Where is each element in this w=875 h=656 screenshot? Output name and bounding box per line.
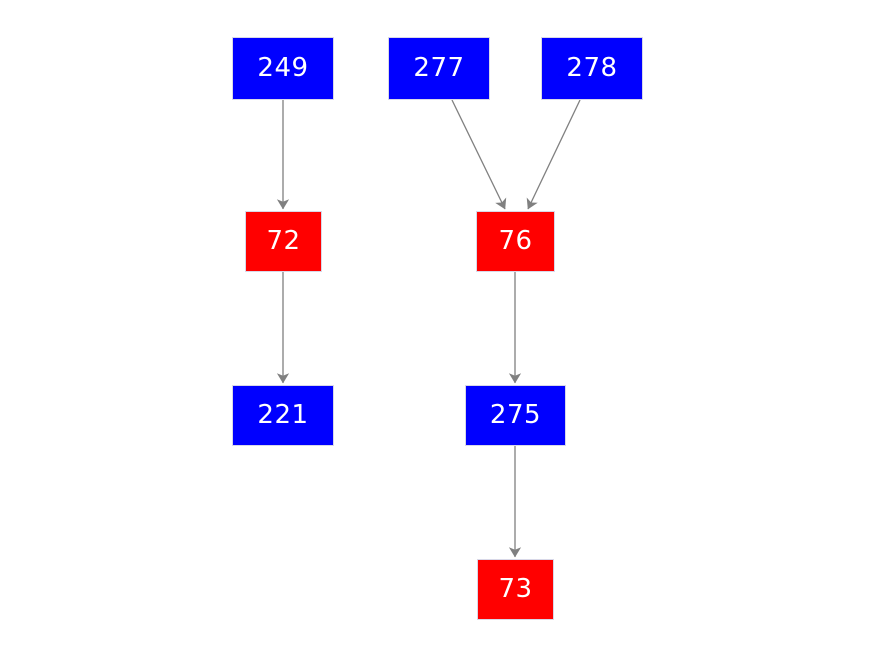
- graph-node-label: 275: [489, 399, 542, 430]
- graph-node-221[interactable]: 221: [232, 385, 334, 446]
- graph-node-label: 221: [257, 399, 309, 430]
- graph-node-249[interactable]: 249: [232, 37, 334, 100]
- graph-node-label: 249: [257, 52, 309, 83]
- graph-node-277[interactable]: 277: [388, 37, 490, 100]
- graph-edge-n278-to-n76: [526, 99, 581, 210]
- graph-node-label: 73: [498, 573, 533, 604]
- graph-node-label: 278: [566, 52, 618, 83]
- graph-node-72[interactable]: 72: [245, 211, 322, 272]
- graph-node-label: 277: [413, 52, 465, 83]
- graph-node-275[interactable]: 275: [465, 385, 566, 446]
- graph-node-label: 76: [498, 225, 533, 256]
- graph-node-73[interactable]: 73: [477, 559, 554, 620]
- graph-node-label: 72: [266, 225, 301, 256]
- edge-group: [276, 99, 581, 558]
- graph-edge-n277-to-n76: [451, 99, 507, 210]
- graph-node-278[interactable]: 278: [541, 37, 643, 100]
- graph-node-76[interactable]: 76: [476, 211, 555, 272]
